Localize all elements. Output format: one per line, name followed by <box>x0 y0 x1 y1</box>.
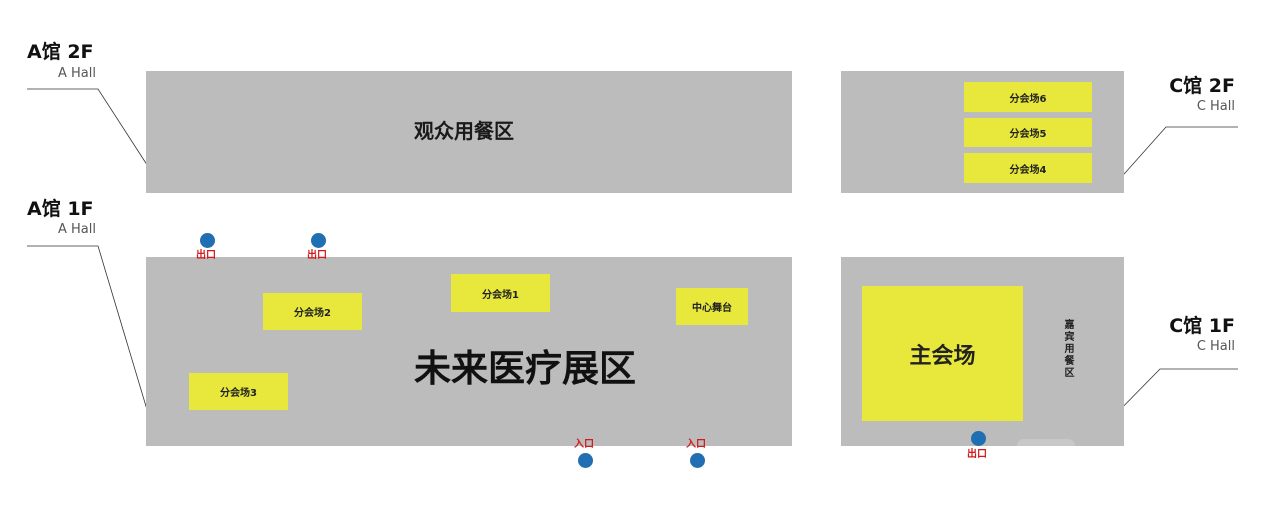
leader-line-a2f <box>27 88 152 172</box>
c2f-floor-block: 分会场6 分会场5 分会场4 <box>841 71 1124 193</box>
zone-label-vip-dining: 嘉宾用餐区 <box>1062 319 1073 379</box>
leader-line-c1f <box>1106 368 1238 424</box>
entrance-marker-icon <box>578 453 593 468</box>
hall-title-a2f: A馆 2F <box>27 41 94 63</box>
room-sub-venue-6[interactable]: 分会场6 <box>964 82 1092 112</box>
room-sub-venue-2[interactable]: 分会场2 <box>263 293 362 330</box>
leader-line-a1f <box>27 245 152 424</box>
hall-title-c1f: C馆 1F <box>1169 315 1235 337</box>
room-sub-venue-4[interactable]: 分会场4 <box>964 153 1092 183</box>
exit-marker-icon <box>311 233 326 248</box>
exit-label: 出口 <box>307 250 327 261</box>
room-sub-venue-1[interactable]: 分会场1 <box>451 274 550 312</box>
leader-line-c2f <box>1116 126 1238 183</box>
entrance-label: 入口 <box>686 439 706 450</box>
hall-title-c2f: C馆 2F <box>1169 75 1235 97</box>
exit-marker-icon <box>971 431 986 446</box>
exit-label: 出口 <box>967 449 987 460</box>
room-sub-venue-3[interactable]: 分会场3 <box>189 373 288 410</box>
room-sub-venue-5[interactable]: 分会场5 <box>964 118 1092 147</box>
c1f-faint-shape <box>1017 439 1075 446</box>
room-main-venue[interactable]: 主会场 <box>862 286 1023 421</box>
c1f-floor-block: 主会场 嘉宾用餐区 <box>841 257 1124 446</box>
hall-subtitle-a1f: A Hall <box>58 222 96 237</box>
a1f-floor-block: 分会场1 分会场2 中心舞台 分会场3 未来医疗展区 <box>146 257 792 446</box>
room-center-stage[interactable]: 中心舞台 <box>676 288 748 325</box>
entrance-label: 入口 <box>574 439 594 450</box>
hall-subtitle-c1f: C Hall <box>1196 339 1235 354</box>
zone-label-audience-dining: 观众用餐区 <box>414 119 514 143</box>
exit-marker-icon <box>200 233 215 248</box>
a2f-floor-block: 观众用餐区 <box>146 71 792 193</box>
exit-label: 出口 <box>196 250 216 261</box>
hall-subtitle-c2f: C Hall <box>1196 99 1235 114</box>
zone-label-future-medical: 未来医疗展区 <box>414 347 636 390</box>
hall-subtitle-a2f: A Hall <box>58 66 96 81</box>
entrance-marker-icon <box>690 453 705 468</box>
hall-title-a1f: A馆 1F <box>27 198 94 220</box>
